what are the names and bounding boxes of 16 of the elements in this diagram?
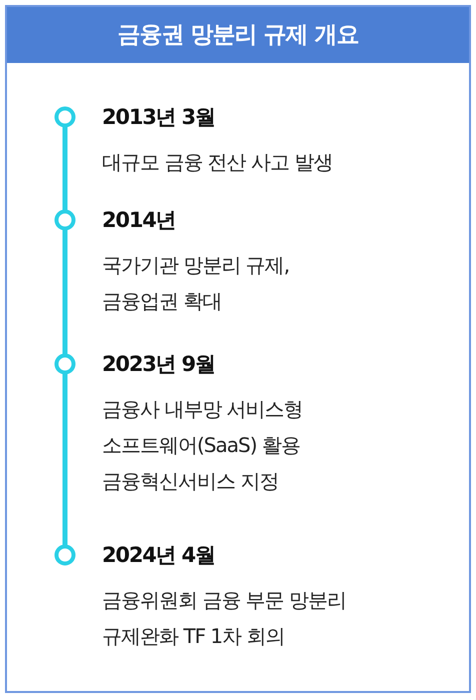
event-description: 금융사 내부망 서비스형 소프트웨어(SaaS) 활용 금융혁신서비스 지정 [102,396,304,495]
date-label: 2013년 3월 [102,104,215,131]
timeline-dot [54,209,76,231]
event-description: 금융위원회 금융 부문 망분리 규제완화 TF 1차 회의 [102,587,348,650]
timeline-dot [54,106,76,128]
timeline-line [62,229,68,355]
date-label: 2014년 [102,207,176,234]
timeline-line [62,373,68,546]
date-label: 2023년 9월 [102,351,215,378]
timeline-dot [54,544,76,566]
timeline-dot [54,353,76,375]
timeline-line [62,126,68,211]
event-description: 대규모 금융 전산 사고 발생 [102,149,334,176]
date-label: 2024년 4월 [102,542,215,569]
title-banner: 금융권 망분리 규제 개요 [7,7,469,63]
event-description: 국가기관 망분리 규제, 금융업권 확대 [102,252,290,315]
